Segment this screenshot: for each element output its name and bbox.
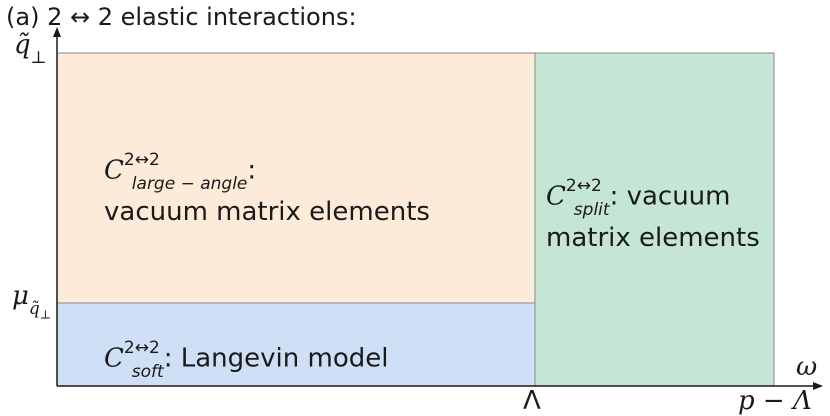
x-axis-label: ω	[796, 352, 818, 382]
label-large-angle: C2↔2large − angle: vacuum matrix element…	[104, 148, 430, 228]
diagram-title: (a) 2 ↔ 2 elastic interactions:	[6, 3, 357, 31]
label-large-angle-line1: C2↔2large − angle:	[104, 150, 257, 194]
x-axis-arrowhead	[813, 382, 823, 390]
region-large-angle	[56, 52, 536, 304]
y-axis-label: q̃⊥	[14, 30, 47, 69]
label-split-line2: matrix elements	[546, 222, 760, 253]
region-split	[534, 52, 775, 387]
x-tick-p-minus-lambda: p − Λ	[738, 386, 812, 416]
x-tick-lambda: Λ	[523, 386, 541, 416]
label-split-line1: C2↔2split: vacuum	[546, 176, 731, 220]
label-soft: C2↔2soft: Langevin model	[104, 338, 389, 382]
label-large-angle-line2: vacuum matrix elements	[104, 196, 430, 227]
y-axis-arrowhead	[53, 27, 61, 37]
region-soft	[56, 302, 536, 387]
label-split: C2↔2split: vacuum matrix elements	[546, 174, 760, 254]
y-tick-mu: μq̃⊥	[12, 281, 52, 322]
